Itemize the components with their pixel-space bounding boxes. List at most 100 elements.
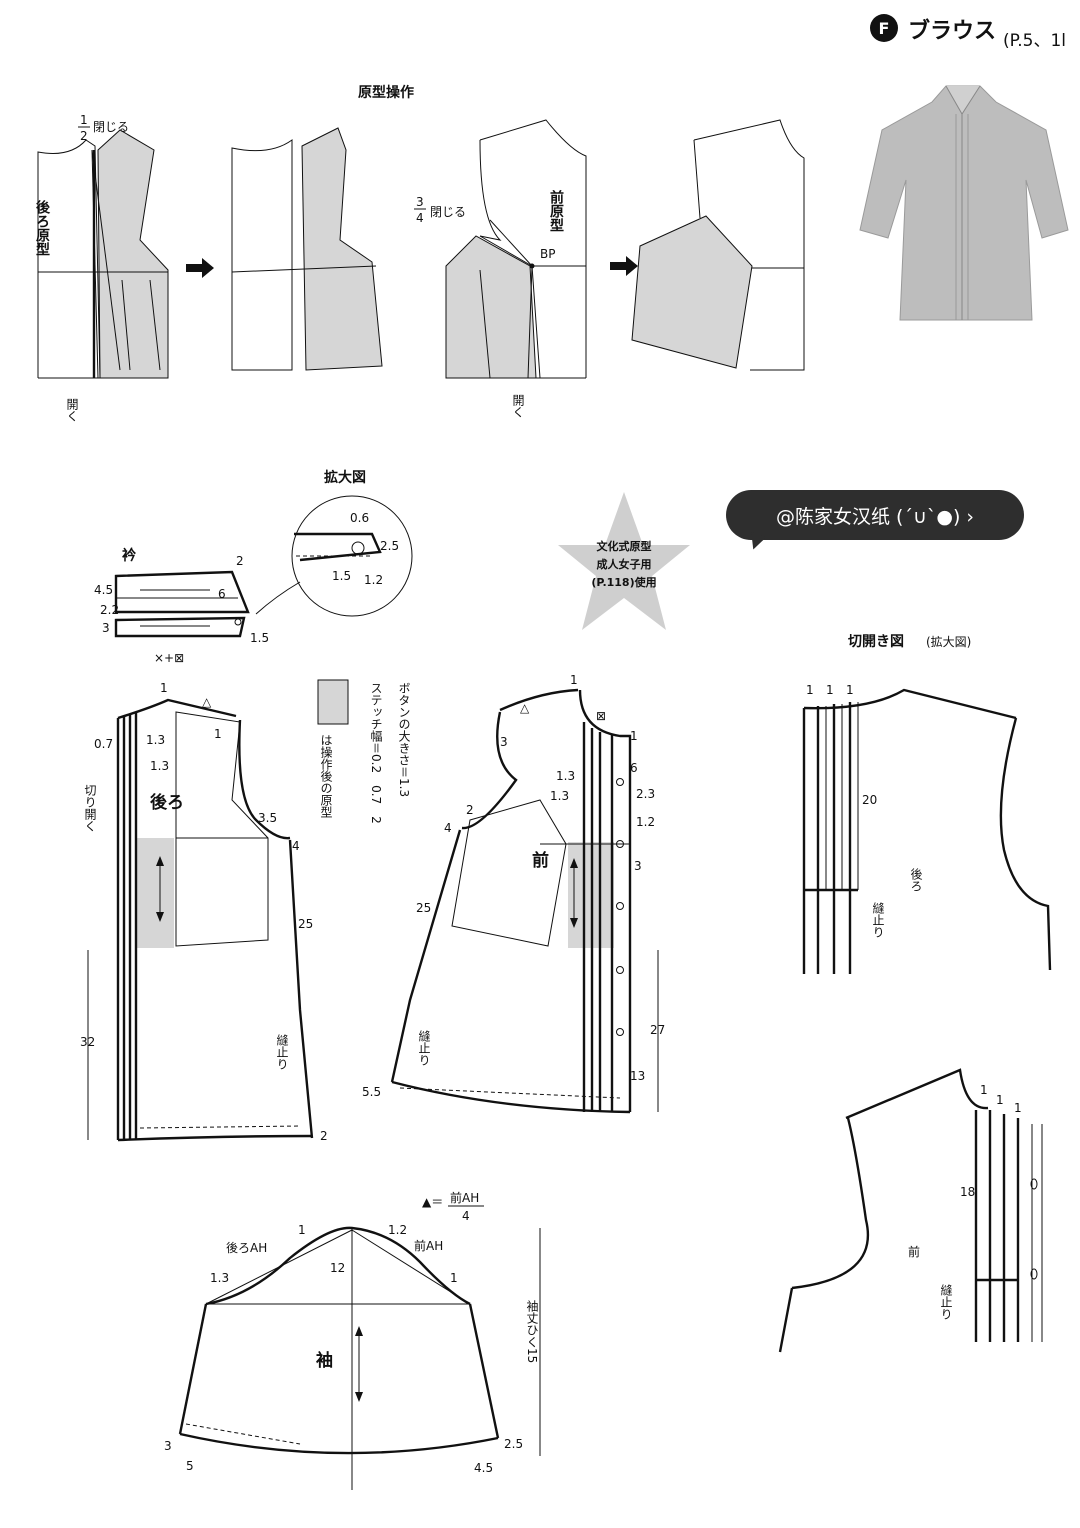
k-stitch-stop-1: 縫止り [871, 901, 885, 938]
z-15: 1.5 [332, 569, 351, 583]
z-12: 1.2 [364, 573, 383, 587]
b-1b: 1 [214, 727, 222, 741]
c-22: 2.2 [100, 603, 119, 617]
front-ah-den: 4 [462, 1209, 470, 1223]
back-proto-label: 後ろ原型 [34, 199, 50, 256]
three-q-den: 4 [416, 211, 424, 225]
sleeve-length-label: 袖丈ひく15 [525, 1299, 539, 1364]
button-circle [616, 840, 624, 848]
f-cross-icon: ⊠ [596, 709, 606, 723]
b-35: 3.5 [258, 811, 277, 825]
star-text-2: 成人女子用 [597, 557, 652, 571]
front-ah-label: 前AH [414, 1238, 443, 1253]
watermark-badge[interactable]: @陈家女汉纸 (´∪`●) › [726, 490, 1024, 540]
arrow-right-icon [186, 258, 214, 278]
f-triangle-icon: △ [520, 701, 530, 715]
c-45: 4.5 [94, 583, 113, 597]
k-1b: 1 [826, 683, 834, 697]
bp-label: BP [540, 247, 555, 261]
back-proto-after [231, 127, 383, 371]
b-32: 32 [80, 1035, 95, 1049]
cutopen-back [802, 688, 1052, 974]
k-1d: 1 [980, 1083, 988, 1097]
section-prototype-op: 原型操作 [358, 84, 414, 101]
k-20: 20 [862, 793, 877, 807]
legend-text: は操作後の原型 [319, 734, 333, 818]
button-circle [616, 1028, 624, 1036]
back-label: 後ろ [150, 792, 184, 813]
f-1b: 1 [630, 729, 638, 743]
close-label-2: 閉じる [430, 205, 466, 219]
half-den: 2 [80, 129, 88, 143]
half-num: 1 [80, 113, 88, 127]
s-1: 1 [298, 1223, 306, 1237]
f-6: 6 [630, 761, 638, 775]
f-4: 4 [444, 821, 452, 835]
star-badge [558, 492, 690, 630]
b-triangle-icon: △ [202, 695, 212, 709]
k-1c: 1 [846, 683, 854, 697]
star-text-3: (P.118)使用 [591, 575, 656, 589]
f-13b: 1.3 [550, 789, 569, 803]
b-07: 0.7 [94, 737, 113, 751]
header-badge-circle [870, 14, 898, 42]
s-13: 1.3 [210, 1271, 229, 1285]
button-circle [616, 778, 624, 786]
stitch-width-text: ステッチ幅＝0.2 0.7 2 [369, 682, 383, 824]
f-27: 27 [650, 1023, 665, 1037]
button-size-text: ボタンの大きさ＝1.3 [397, 682, 411, 798]
header-title: ブラウス [908, 18, 996, 44]
legend-swatch [317, 679, 349, 725]
b-4: 4 [292, 839, 300, 853]
cut-open-label: 切り開く [83, 784, 97, 832]
open-label-1: 開く [65, 398, 79, 422]
b-25: 25 [298, 917, 313, 931]
f-2: 2 [466, 803, 474, 817]
button-circle [616, 902, 624, 910]
f-3: 3 [500, 735, 508, 749]
k-1a: 1 [806, 683, 814, 697]
b-13a: 1.3 [146, 733, 165, 747]
button-circle [616, 966, 624, 974]
c-3: 3 [102, 621, 110, 635]
front-proto-before [445, 119, 587, 379]
open-label-2: 開く [511, 394, 525, 418]
front-proto-after [631, 119, 805, 371]
zoom-arrow [255, 581, 301, 615]
arrow-right-icon-2 [610, 256, 638, 276]
collar-label: 衿 [122, 547, 137, 564]
k-18: 18 [960, 1185, 975, 1199]
f-3b: 3 [634, 859, 642, 873]
k-stitch-stop-2: 縫止り [939, 1283, 953, 1320]
section-cutopen-sub: (拡大図) [926, 635, 971, 649]
z-06: 0.6 [350, 511, 369, 525]
k-1e: 1 [996, 1093, 1004, 1107]
cut-front-label: 前 [908, 1244, 920, 1259]
back-body-pattern [116, 698, 314, 1142]
f-13: 13 [630, 1069, 645, 1083]
three-q-num: 3 [416, 195, 424, 209]
sleeve-pattern [178, 1226, 500, 1490]
b-13b: 1.3 [150, 759, 169, 773]
close-label-1: 閉じる [93, 120, 129, 134]
z-25: 2.5 [380, 539, 399, 553]
front-body-pattern [390, 688, 632, 1114]
c-6: 6 [218, 587, 226, 601]
front-ah-num: 前AH [450, 1190, 479, 1205]
cutopen-front [778, 1068, 1043, 1353]
front-proto-label: 前原型 [548, 189, 564, 232]
section-enlarged: 拡大図 [324, 469, 366, 486]
s-12b: 12 [330, 1261, 345, 1275]
collar-piece [114, 570, 250, 638]
section-cutopen: 切開き図 [848, 634, 904, 650]
back-ah-label: 後ろAH [226, 1241, 267, 1255]
star-text-1: 文化式原型 [597, 539, 652, 553]
sleeve-label: 袖 [316, 1350, 333, 1371]
c-formula: ×+⊠ [154, 651, 184, 665]
f-23: 2.3 [636, 787, 655, 801]
b-stitch-stop: 縫止り [275, 1033, 289, 1070]
f-12: 1.2 [636, 815, 655, 829]
header-badge-letter: F [879, 19, 890, 38]
s-45: 4.5 [474, 1461, 493, 1475]
b-1: 1 [160, 681, 168, 695]
